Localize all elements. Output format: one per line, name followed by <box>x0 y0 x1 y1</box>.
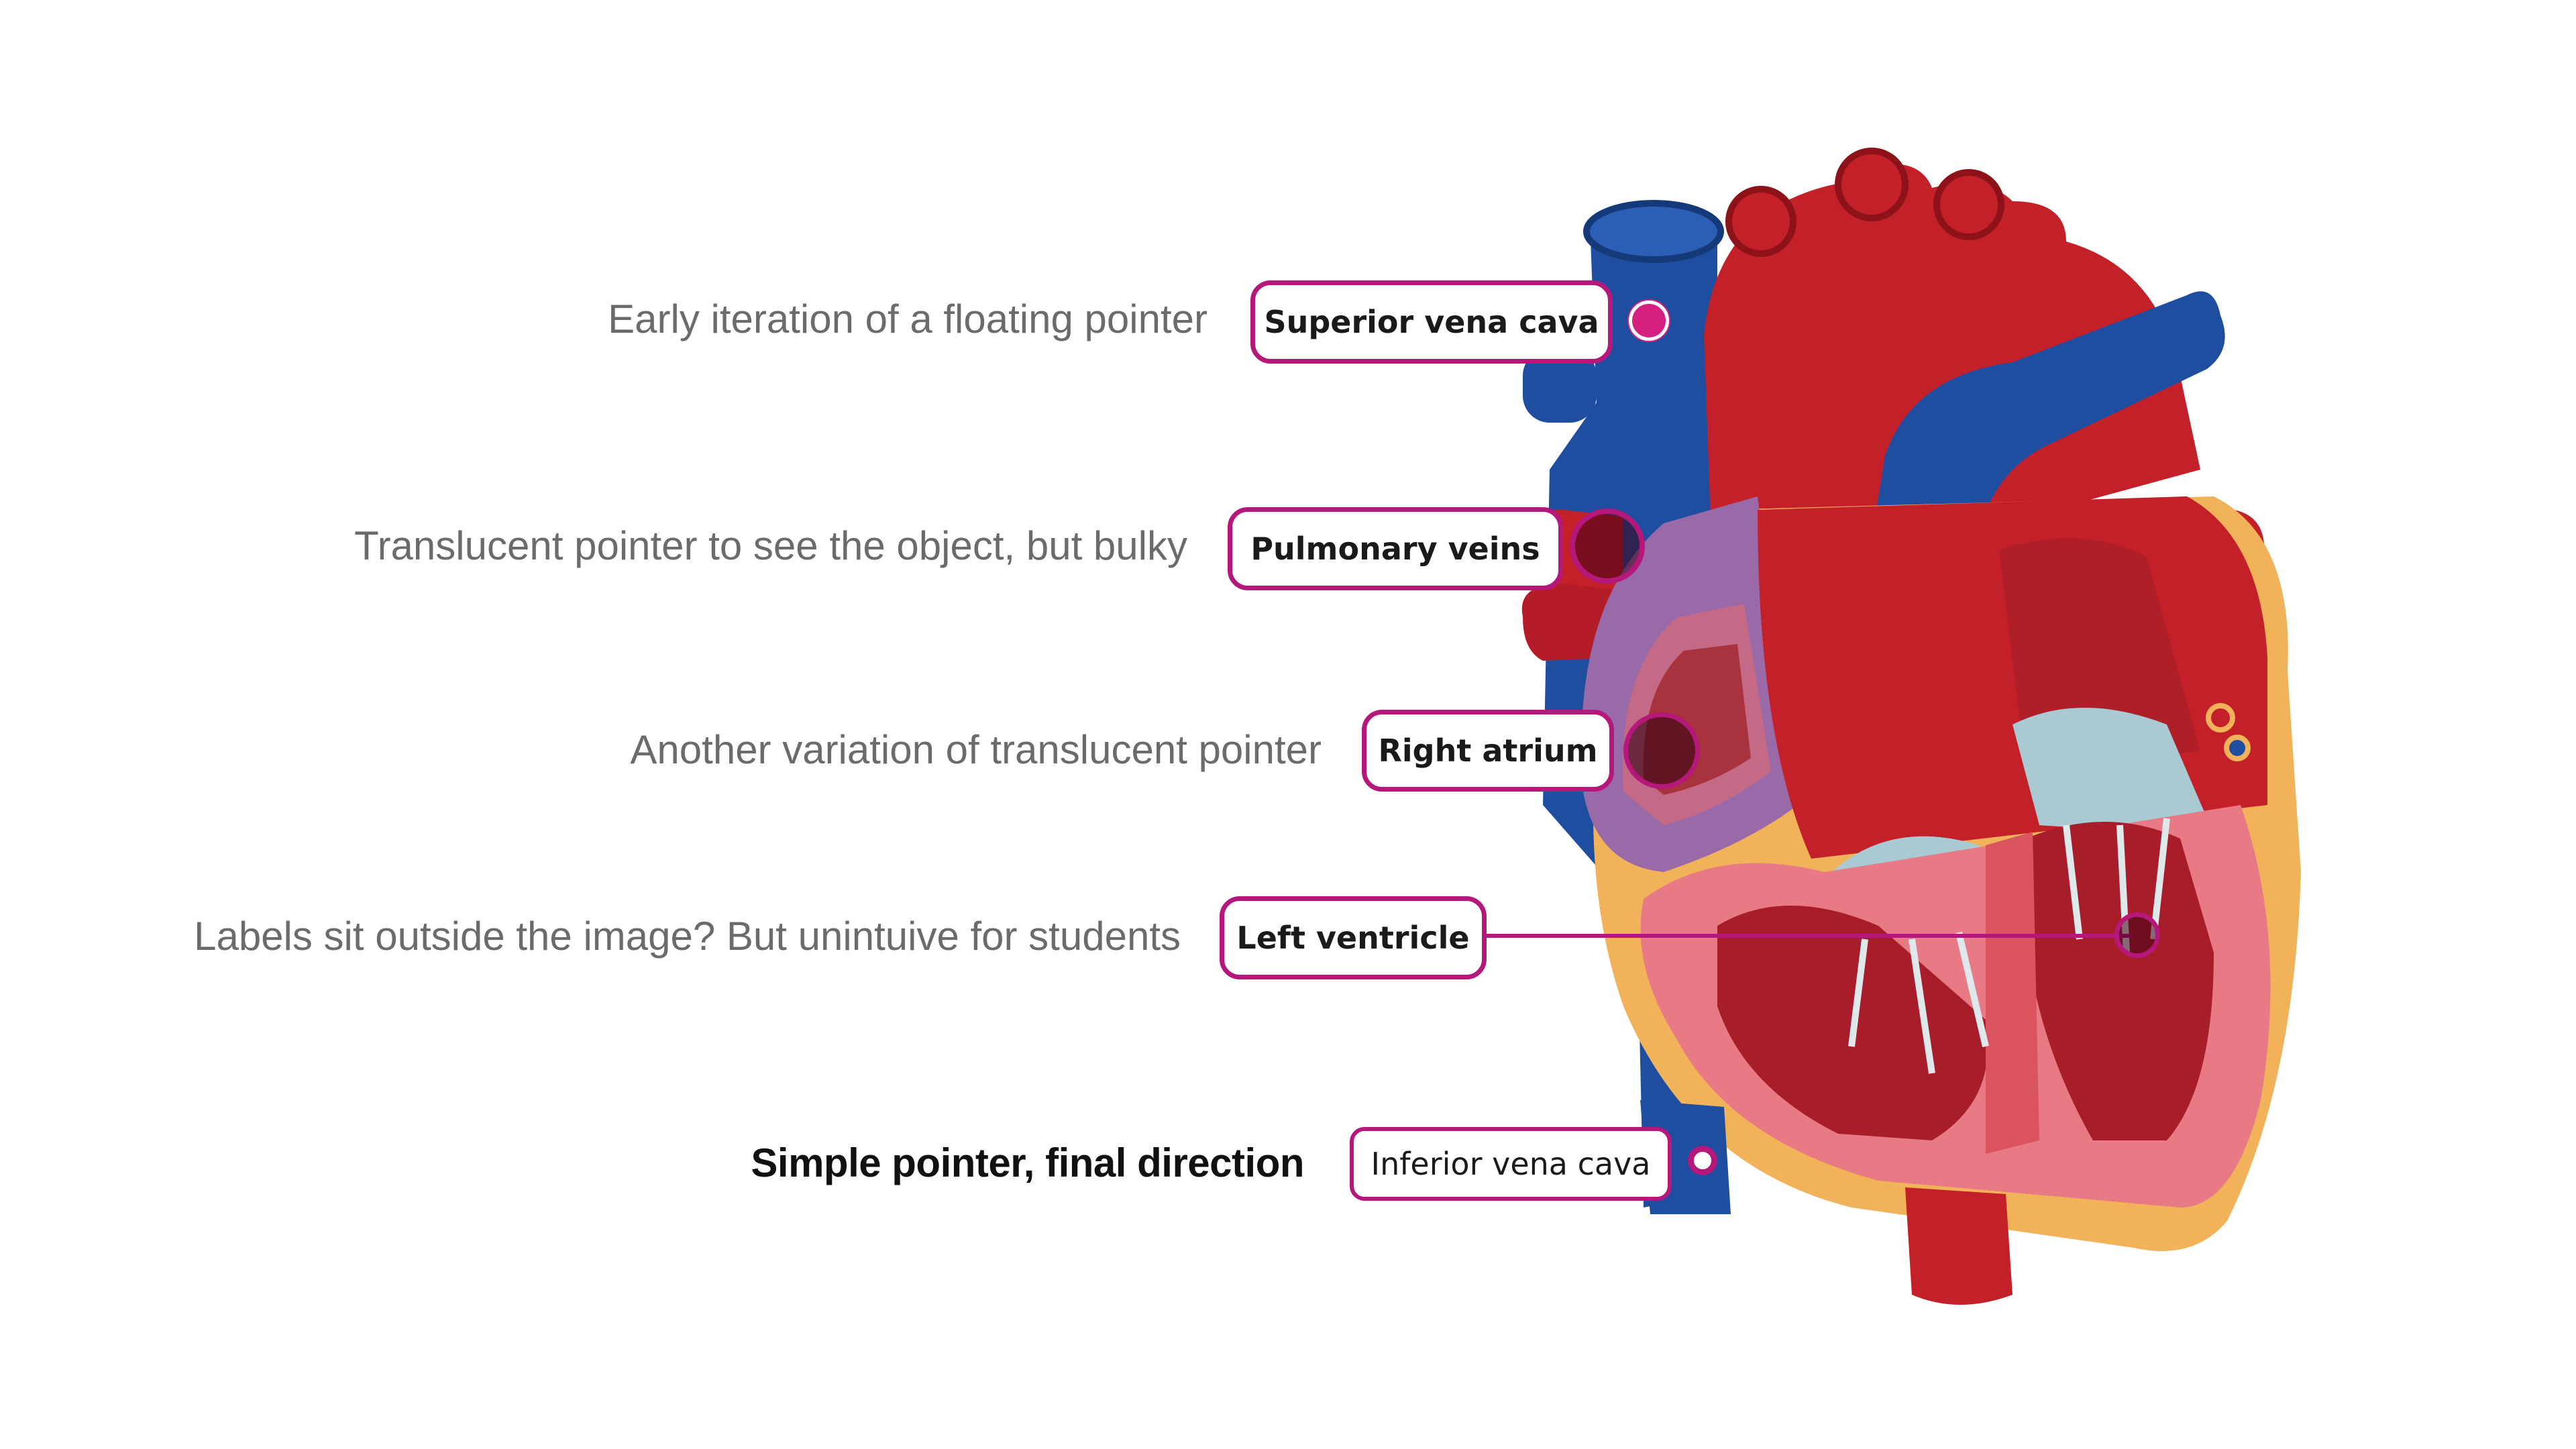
label-right-atrium[interactable]: Right atrium <box>1362 710 1614 792</box>
caption-another-translucent: Another variation of translucent pointer <box>630 727 1322 772</box>
label-left-ventricle[interactable]: Left ventricle <box>1220 896 1487 979</box>
coronary-vein <box>2224 735 2251 761</box>
aorta-branch-1 <box>1725 186 1796 257</box>
label-pulmonary-veins[interactable]: Pulmonary veins <box>1228 507 1563 590</box>
caption-final-direction: Simple pointer, final direction <box>751 1140 1304 1185</box>
solid-dot-pointer[interactable] <box>1629 301 1669 341</box>
caption-labels-outside: Labels sit outside the image? But unintu… <box>194 914 1181 959</box>
aorta-branch-2 <box>1835 148 1909 221</box>
caption-floating-pointer: Early iteration of a floating pointer <box>608 297 1208 341</box>
translucent-ring-large-pointer[interactable] <box>1570 508 1645 584</box>
leader-line <box>1487 934 2133 938</box>
vena-cava-opening <box>1583 200 1724 263</box>
chordae-left <box>1848 931 1989 1074</box>
descending-aorta <box>1905 1187 2012 1305</box>
label-superior-vena-cava[interactable]: Superior vena cava <box>1250 280 1613 364</box>
coronary-artery <box>2206 703 2235 733</box>
caption-translucent-pointer: Translucent pointer to see the object, b… <box>354 523 1187 568</box>
leader-line-ring-pointer[interactable] <box>2114 912 2160 958</box>
label-inferior-vena-cava[interactable]: Inferior vena cava <box>1350 1127 1672 1201</box>
small-ring-dot-pointer[interactable] <box>1688 1146 1717 1175</box>
left-vessel-stub <box>1523 349 1597 423</box>
valve-right <box>2012 708 2207 828</box>
translucent-ring-pointer[interactable] <box>1623 712 1700 789</box>
aorta-branch-3 <box>1933 169 2004 240</box>
septum <box>1986 832 2039 1154</box>
